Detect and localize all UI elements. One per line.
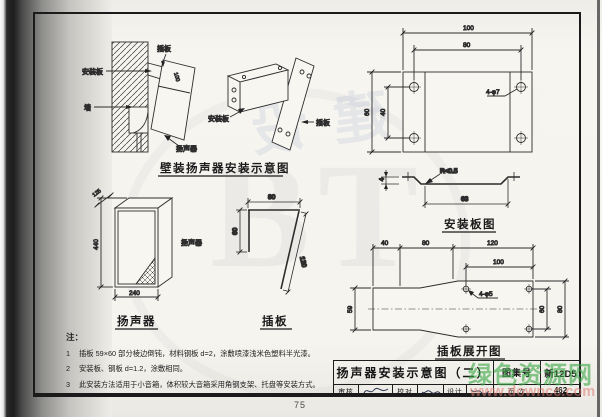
unfold-dim-80b: 80 <box>557 305 564 313</box>
page-no-value: 462 <box>553 386 568 395</box>
insert-plate-iso <box>271 57 315 151</box>
title-block-row-sign: 审核 校对 设计 页 次 462 <box>334 385 580 396</box>
speaker-panel-section <box>150 59 196 141</box>
plan-dim-60: 60 <box>364 108 371 116</box>
speaker-box-diagram: 125 440 240 扬声器 <box>91 188 202 301</box>
page-right-edge <box>597 0 600 417</box>
speaker-dim-125: 125 <box>92 188 103 198</box>
yangshengqi-label: 扬声器 <box>176 144 197 153</box>
speaker-dim-440: 440 <box>93 239 100 250</box>
unfold-diagram: 40 80 120 100 59 60 80 4-φ5 <box>347 240 569 340</box>
note-item: 3 此安装方法适用于小音箱，体积较大音箱采用角钢支架、托盘等安装方式。 <box>66 380 346 390</box>
plate-profile-title: 安装板图 <box>444 217 496 231</box>
note-number: 1 <box>66 348 71 358</box>
wall-notch <box>128 106 149 134</box>
title-block-row-main: 扬声器安装示意图（二） 图集号 新12D5 <box>334 361 580 385</box>
proofreader-signature <box>418 385 444 396</box>
note-text: 此安装方法适用于小音箱，体积较大音箱采用角钢支架、托盘等安装方式。 <box>79 379 320 389</box>
designer-signature <box>467 385 494 396</box>
note-text: 安装板、钢板 d=1.2，涂敷相同。 <box>79 364 188 373</box>
unfold-dim-59: 59 <box>347 305 354 313</box>
wall-section-diagram: 安装板 墙 插板 扬声器 100 <box>82 41 197 153</box>
cable-arc <box>132 111 149 134</box>
chaban-label: 插板 <box>157 44 171 53</box>
reviewer-signature <box>359 385 393 396</box>
proofreader-label: 校对 <box>393 385 418 396</box>
note-item: 1 插板 59×60 部分棱边倒钝，材料钢板 d=2，涂敷喷漆浅米色塑料半光漆。 <box>66 349 346 359</box>
chaban-profile-diagram: 80 60 120 <box>231 193 309 295</box>
chaban-iso-label: 插板 <box>316 118 330 127</box>
plan-hole-label: 4-φ7 <box>486 89 500 96</box>
note-item: 2 安装板、钢板 d=1.2，涂敷相同。 <box>66 364 346 374</box>
anzhuangban-label: 安装板 <box>82 67 103 76</box>
chaban-dim-120: 120 <box>298 256 307 269</box>
isometric-diagram: 安装板 插板 <box>208 57 330 151</box>
chaban-dim-60: 60 <box>232 227 239 235</box>
speaker-grille <box>135 256 156 285</box>
reviewer-label: 审核 <box>334 385 359 396</box>
profile-dim-4: 4 <box>380 178 386 181</box>
notes-heading: 注： <box>66 332 84 342</box>
site-url-watermark: www.downcc.com <box>470 384 596 400</box>
unfold-dim-40: 40 <box>381 240 389 247</box>
anzhuangban-iso-label: 安装板 <box>208 114 229 123</box>
plan-dim-80: 80 <box>463 42 471 49</box>
unfold-holes <box>461 284 534 334</box>
note-number: 2 <box>66 364 71 373</box>
unfold-dim-80: 80 <box>422 240 430 247</box>
title-block: 扬声器安装示意图（二） 图集号 新12D5 审核 校对 设计 页 次 462 <box>333 360 581 397</box>
drawing-border-frame <box>33 12 581 397</box>
bleedthrough-letters-watermark: BT <box>210 133 427 299</box>
unfold-dim-60: 60 <box>539 305 546 313</box>
unfold-dim-120: 120 <box>487 240 498 247</box>
plan-dim-100: 100 <box>463 25 474 32</box>
note-text: 插板 59×60 部分棱边倒钝，材料钢板 d=2，涂敷喷漆浅米色塑料半光漆。 <box>79 348 315 358</box>
wall-section-title: 壁装扬声器安装示意图 <box>160 161 290 175</box>
speaker-dim-240: 240 <box>129 290 140 297</box>
scan-page-number: 75 <box>294 400 307 410</box>
mount-plate-end-face <box>227 75 241 113</box>
plate-holes <box>407 80 528 145</box>
designer-label: 设计 <box>444 385 467 396</box>
speaker-title: 扬声器 <box>117 314 156 328</box>
plan-dim-40: 40 <box>380 108 387 116</box>
atlas-no-label: 图集号 <box>494 361 541 384</box>
qiang-label: 墙 <box>84 103 91 112</box>
profile-radius-label: R<0.5 <box>440 168 458 175</box>
profile-dim-63: 63 <box>461 196 469 203</box>
atlas-no-value: 新12D5 <box>544 368 577 380</box>
notes-section: 注： 1 插板 59×60 部分棱边倒钝，材料钢板 d=2，涂敷喷漆浅米色塑料半… <box>66 331 346 390</box>
wall-hatched <box>111 41 149 153</box>
unfold-title: 插板展开图 <box>437 344 502 358</box>
plate-plan-diagram: 100 80 60 40 4-φ7 <box>364 25 535 155</box>
speaker-side-label: 扬声器 <box>181 238 202 247</box>
unfold-dim-100: 100 <box>493 259 504 266</box>
site-watermark: 绿色资源网 <box>468 362 593 389</box>
note-number: 3 <box>66 379 71 389</box>
plate-profile-diagram: 4 R<0.5 63 <box>379 167 520 208</box>
chaban-dim-80: 80 <box>268 194 276 201</box>
unfold-hole-label: 4-φ5 <box>479 291 493 298</box>
book-spine-shadow <box>0 0 112 417</box>
drawing-title: 扬声器安装示意图（二） <box>334 361 494 384</box>
dim-100: 100 <box>172 72 180 82</box>
chaban-title: 插板 <box>262 314 288 328</box>
page-label: 页 次 <box>494 385 541 396</box>
